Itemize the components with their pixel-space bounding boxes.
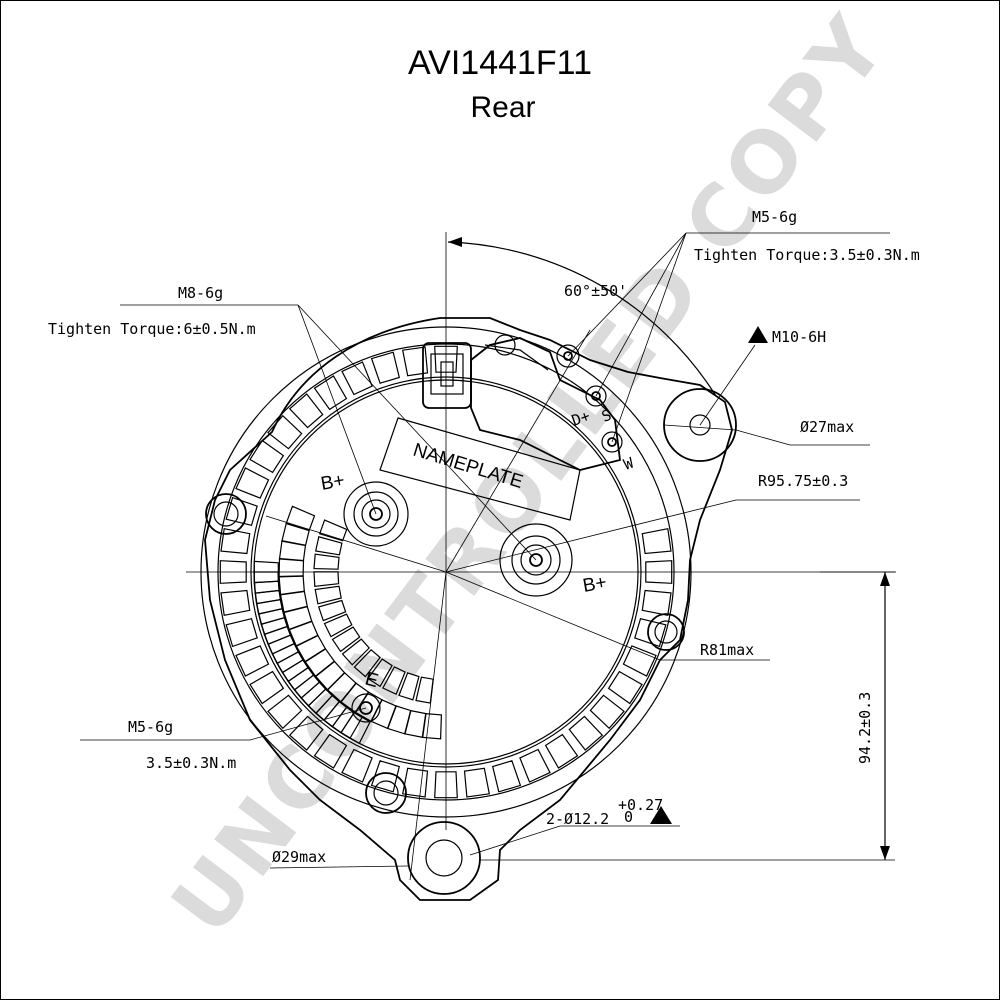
vent-slot xyxy=(367,658,393,688)
cooling-fin xyxy=(267,414,303,450)
b-plus-left-label: B+ xyxy=(319,470,346,495)
height-942-label: 94.2±0.3 xyxy=(856,692,874,764)
e-label: E xyxy=(363,669,381,693)
cooling-fin xyxy=(434,345,458,373)
vent-slot xyxy=(353,648,381,678)
cooling-fin xyxy=(235,467,270,499)
vent-slot xyxy=(398,672,420,701)
cooling-fin xyxy=(370,760,401,793)
view-title: Rear xyxy=(470,91,535,124)
center-lines xyxy=(186,232,896,881)
cooling-fin xyxy=(220,589,251,617)
cooling-fin xyxy=(645,560,673,584)
angle-dimension: 60°±50' xyxy=(447,237,717,397)
vent-slot xyxy=(331,626,361,653)
cooling-fin xyxy=(641,527,672,555)
vent-slot xyxy=(313,553,340,570)
radius-9575-label: R95.75±0.3 xyxy=(758,472,848,490)
vent-slot xyxy=(318,519,348,542)
cooling-fins xyxy=(219,345,673,799)
mounting-boss-right xyxy=(647,613,685,651)
vent-slot xyxy=(382,666,406,696)
mounting-ear-bottom xyxy=(407,821,481,895)
cooling-fin xyxy=(288,393,324,429)
leader-lines xyxy=(80,232,895,869)
connector-housing xyxy=(422,334,621,471)
vent-slot xyxy=(317,599,347,622)
cooling-fin xyxy=(225,617,258,648)
b-plus-left-terminal xyxy=(343,481,409,547)
vent-slot xyxy=(278,557,305,578)
m5-bottom-torque-label: 3.5±0.3N.m xyxy=(146,754,236,772)
angle-label: 60°±50' xyxy=(564,282,627,300)
cooling-fin xyxy=(568,715,604,751)
b-plus-right-terminal xyxy=(499,523,573,597)
cooling-fin xyxy=(519,748,551,783)
vent-slot xyxy=(253,560,279,584)
cooling-fin xyxy=(491,760,522,793)
vent-slot xyxy=(314,536,343,556)
cooling-fin xyxy=(313,375,348,411)
holes-tol-upper-label: +0.27 xyxy=(618,796,663,814)
cooling-fin xyxy=(370,351,401,384)
cooling-fin xyxy=(313,733,348,769)
cooling-fin xyxy=(225,496,258,527)
vent-slot xyxy=(313,571,340,587)
holes-tol-lower-label: 0 xyxy=(624,808,633,826)
dia27-label: Ø27max xyxy=(800,418,854,436)
vent-slot xyxy=(341,638,371,666)
cooling-fin xyxy=(220,527,251,555)
cooling-fin xyxy=(463,767,491,798)
m5-top-torque-label: Tighten Torque:3.5±0.3N.m xyxy=(694,246,920,264)
vent-slot xyxy=(283,605,313,631)
vent-slot xyxy=(323,613,353,638)
b-plus-right-label: B+ xyxy=(581,572,608,597)
cooling-fin xyxy=(401,767,429,798)
triangle-marker-m10 xyxy=(748,326,768,343)
cooling-fin xyxy=(589,694,625,730)
e-terminal xyxy=(351,693,381,723)
mounting-boss-bottom-left xyxy=(365,772,407,814)
vent-slot xyxy=(254,589,283,615)
vent-slot xyxy=(285,505,316,532)
cooling-fin xyxy=(641,589,672,617)
cooling-fin xyxy=(622,645,657,677)
cooling-fin xyxy=(544,733,579,769)
vent-slot xyxy=(314,585,342,605)
cooling-fin xyxy=(434,771,458,799)
cooling-fin xyxy=(219,560,247,584)
cooling-fin xyxy=(607,670,643,705)
m10-thread-label: M10-6H xyxy=(772,328,826,346)
cooling-fin xyxy=(341,361,373,396)
model-title: AVI1441F11 xyxy=(408,44,592,82)
cooling-fin xyxy=(249,439,285,474)
cooling-fin xyxy=(267,694,303,730)
cooling-fin xyxy=(401,346,429,377)
mounting-boss-left xyxy=(205,493,247,535)
d-plus-label: D+ xyxy=(569,407,592,430)
radius-81-label: R81max xyxy=(700,641,754,659)
cooling-fin xyxy=(288,715,324,751)
cooling-fin xyxy=(341,748,373,783)
cooling-fin xyxy=(634,617,667,648)
cooling-fin xyxy=(249,670,285,705)
m5-top-thread-label: M5-6g xyxy=(752,208,797,226)
cooling-fin xyxy=(235,645,270,677)
vent-slot xyxy=(278,539,307,562)
m8-torque-label: Tighten Torque:6±0.5N.m xyxy=(48,320,256,338)
holes-dia-label: 2-Ø12.2 xyxy=(546,810,609,828)
m5-bottom-thread-label: M5-6g xyxy=(128,718,173,736)
vent-slots xyxy=(253,505,443,745)
triangle-marker-holes xyxy=(650,806,672,824)
m8-thread-label: M8-6g xyxy=(178,284,223,302)
dia29-label: Ø29max xyxy=(272,848,326,866)
vent-slot xyxy=(278,575,305,596)
w-label: W xyxy=(621,453,637,473)
